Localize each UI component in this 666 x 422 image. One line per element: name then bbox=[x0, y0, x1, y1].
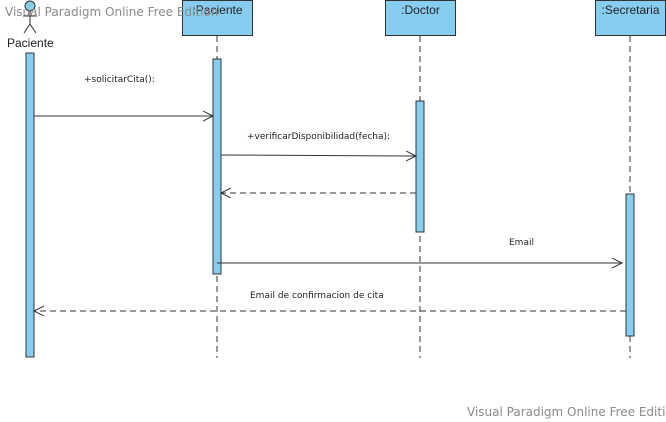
message-label-email-confirmacion: Email de confirmacion de cita bbox=[250, 291, 384, 301]
activation-paciente bbox=[212, 58, 222, 275]
message-label-solicitar-cita: +solicitarCita(): bbox=[84, 75, 155, 85]
watermark-top: Visual Paradigm Online Free Edition bbox=[5, 5, 219, 19]
lifeline-secretaria-label: :Secretaria bbox=[601, 3, 660, 17]
lifeline-doctor-header: :Doctor bbox=[385, 0, 456, 36]
lifeline-doctor-label: :Doctor bbox=[401, 3, 440, 17]
message-label-verificar-disponibilidad: +verificarDisponibilidad(fecha): bbox=[247, 132, 391, 142]
lifeline-paciente-header: :Paciente bbox=[182, 0, 253, 36]
message-label-email: Email bbox=[509, 238, 534, 248]
watermark-bottom: Visual Paradigm Online Free Edition bbox=[467, 405, 666, 419]
stick-figure-icon bbox=[23, 0, 37, 34]
activation-actor bbox=[25, 52, 35, 358]
actor-label: Paciente bbox=[7, 36, 54, 50]
lifeline-secretaria-header: :Secretaria bbox=[595, 0, 666, 36]
activation-doctor bbox=[415, 100, 425, 233]
lifeline-paciente-label: :Paciente bbox=[192, 3, 243, 17]
activation-secretaria bbox=[625, 193, 635, 337]
message-arrow-verificar-disponibilidad bbox=[220, 155, 416, 156]
